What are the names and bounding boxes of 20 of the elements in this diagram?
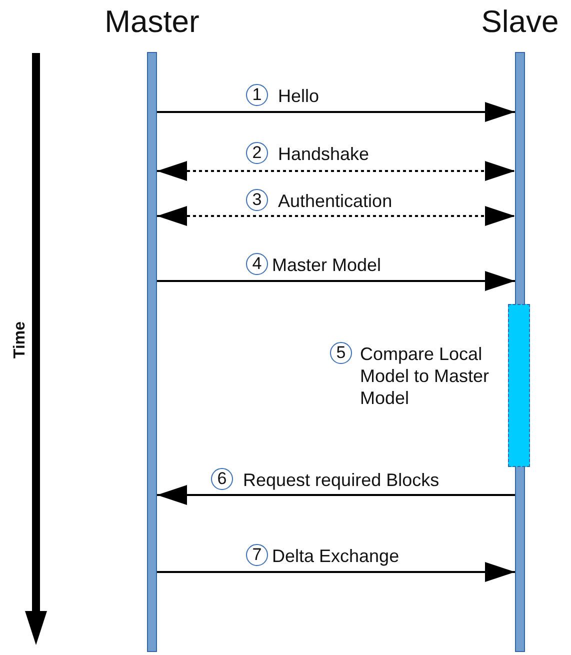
callout-number: 5 — [330, 342, 352, 364]
callout-number: 7 — [246, 544, 268, 566]
callout-number: 3 — [246, 189, 268, 211]
arrow — [157, 485, 515, 505]
dotted-arrow — [157, 161, 515, 181]
arrow — [157, 102, 515, 122]
arrow — [157, 562, 515, 582]
callout-number: 4 — [246, 253, 268, 275]
step-description: Compare Local Model to Master Model — [360, 343, 490, 409]
lifeline-title: Master — [104, 4, 200, 40]
edge-label: Delta Exchange — [272, 546, 400, 566]
dotted-arrow — [157, 206, 515, 226]
axis-label: Time — [10, 321, 30, 359]
callout-number: 6 — [211, 468, 233, 490]
lifeline-title: Slave — [481, 4, 559, 40]
callout-number: 1 — [246, 84, 268, 106]
edge-label: Request required Blocks — [243, 470, 440, 490]
activation-bar — [508, 304, 530, 467]
arrow — [157, 271, 515, 291]
callout-number: 2 — [246, 142, 268, 164]
